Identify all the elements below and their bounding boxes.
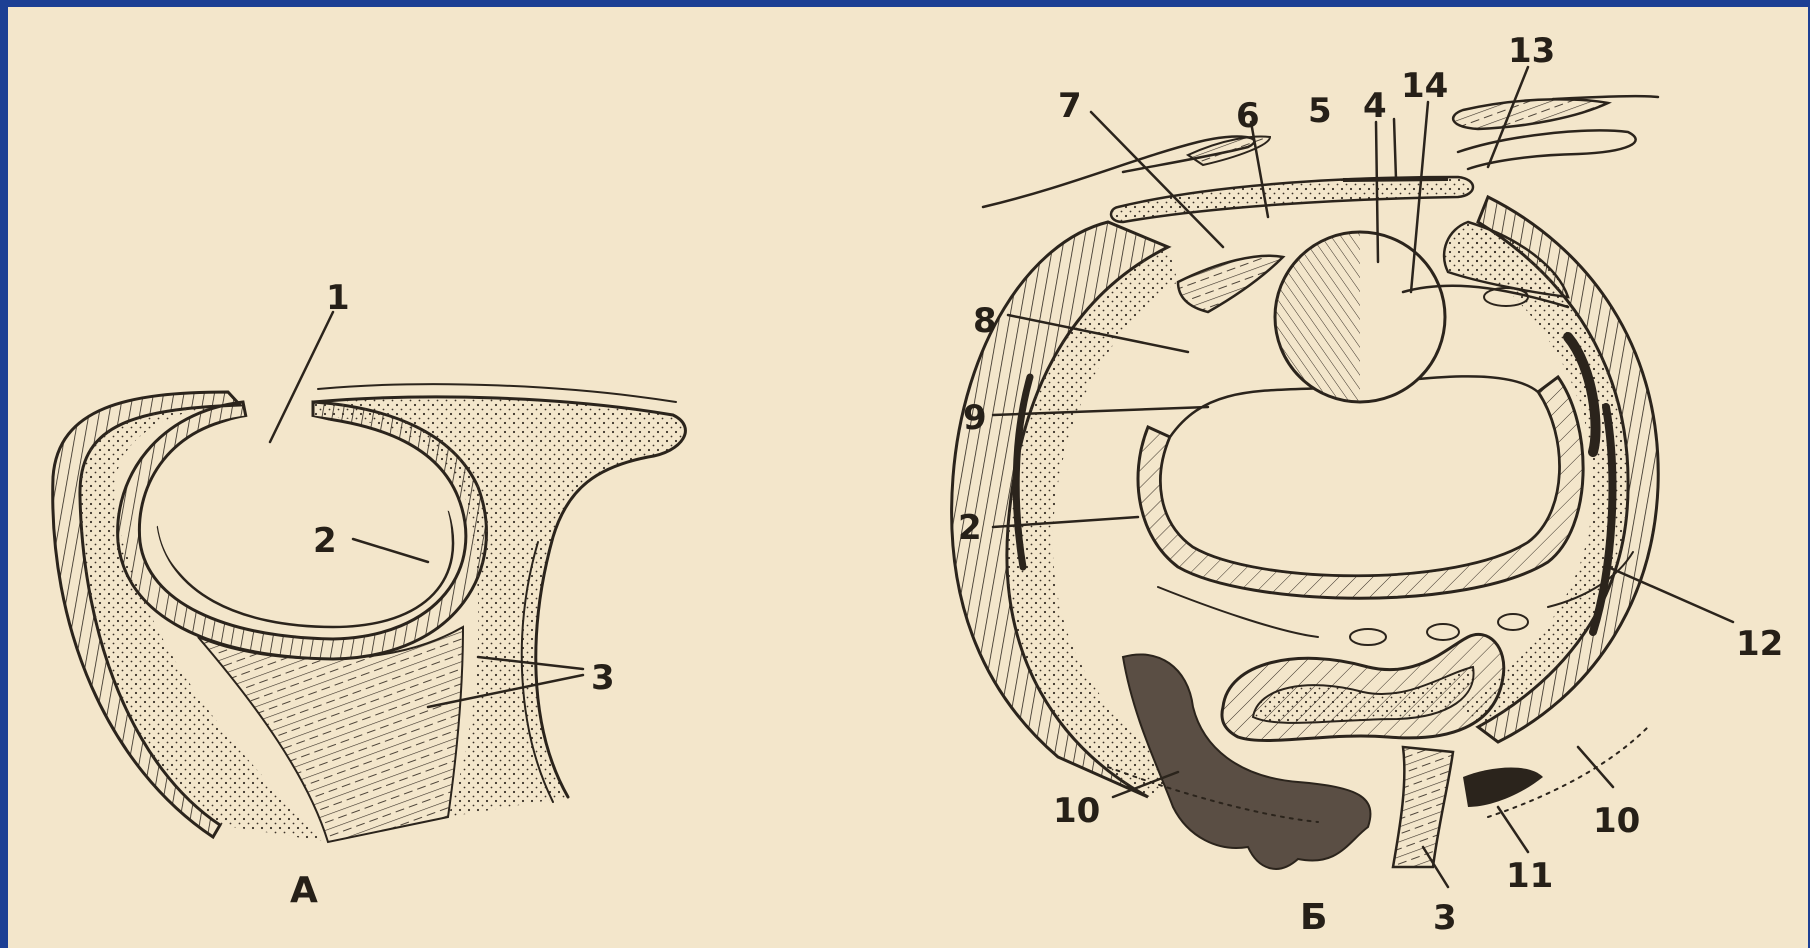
label-b-2: 2 — [958, 508, 982, 548]
label-b-3: 3 — [1433, 898, 1457, 938]
label-a-3: 3 — [591, 658, 615, 698]
figure-b-iris-left — [1178, 256, 1283, 312]
caption-b: Б — [1300, 897, 1327, 938]
leader-b-4 — [1394, 119, 1396, 179]
figure-b-eye-section: 8 9 2 7 6 5 4 14 13 12 10 10 11 3 Б — [952, 31, 1784, 938]
figure-a-optic-cup: 1 2 3 А — [53, 278, 686, 911]
label-b-14: 14 — [1401, 66, 1448, 106]
figure-b-vessel-2 — [1427, 624, 1459, 640]
embryo-eye-diagram: 1 2 3 А — [8, 7, 1808, 948]
label-b-13: 13 — [1508, 31, 1555, 71]
label-b-10-left: 10 — [1053, 791, 1100, 831]
figure-b-vitreous-cavity — [1161, 376, 1560, 575]
label-b-4: 4 — [1363, 86, 1387, 126]
caption-a: А — [290, 870, 318, 911]
label-a-2: 2 — [313, 521, 337, 561]
label-b-9: 9 — [963, 398, 987, 438]
label-b-8: 8 — [973, 301, 997, 341]
figure-b-lens-fibers — [1275, 232, 1360, 402]
figure-b-vessel-3 — [1498, 614, 1528, 630]
figure-b-lid-edge-right — [1553, 96, 1658, 99]
figure-b-upper-lid-right — [1453, 99, 1608, 129]
label-b-10-right: 10 — [1593, 801, 1640, 841]
label-b-5: 5 — [1308, 91, 1332, 131]
label-b-7: 7 — [1058, 86, 1082, 126]
label-b-11: 11 — [1506, 856, 1553, 896]
label-a-1: 1 — [326, 278, 350, 318]
illustration-plate: 1 2 3 А — [8, 7, 1808, 948]
leader-b-10-right — [1578, 747, 1613, 787]
figure-b-lower-lid-right — [1458, 131, 1636, 169]
label-b-12: 12 — [1736, 624, 1783, 664]
label-b-6: 6 — [1236, 96, 1260, 136]
figure-b-vessel-1 — [1350, 629, 1386, 645]
leader-b-11 — [1498, 807, 1528, 852]
